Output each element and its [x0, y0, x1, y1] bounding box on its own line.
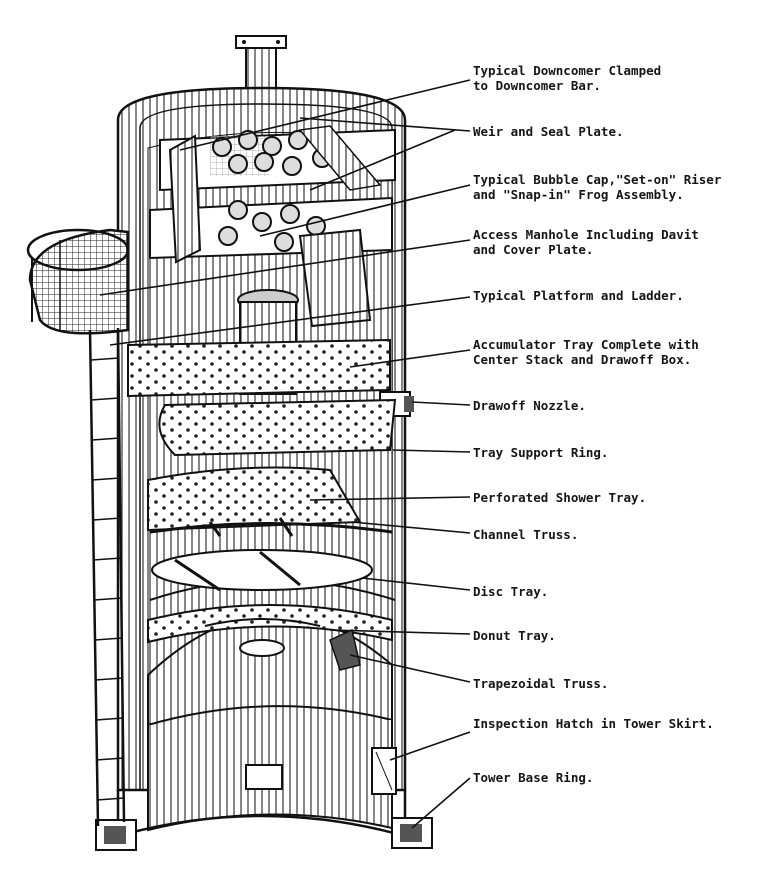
ladder — [88, 327, 126, 827]
label-disc-tray: Disc Tray. — [473, 584, 549, 599]
label-perforated-shower-tray: Perforated Shower Tray. — [473, 490, 647, 505]
donut-tray — [147, 604, 393, 644]
label-tower-base-ring: Tower Base Ring. — [473, 770, 594, 785]
bubble-caps-top — [212, 130, 332, 176]
label-trapezoidal-truss: Trapezoidal Truss. — [473, 676, 609, 691]
label-weir-seal-plate: Weir and Seal Plate. — [473, 124, 624, 139]
perforated-shower-tray — [147, 466, 362, 532]
channel-truss — [149, 517, 393, 537]
label-donut-tray: Donut Tray. — [473, 628, 556, 643]
base-ring — [95, 764, 433, 851]
trapezoidal-truss — [329, 628, 361, 671]
label-inspection-hatch: Inspection Hatch in Tower Skirt. — [473, 716, 714, 731]
label-platform-ladder: Typical Platform and Ladder. — [473, 288, 684, 303]
label-drawoff-nozzle: Drawoff Nozzle. — [473, 398, 586, 413]
label-channel-truss: Channel Truss. — [473, 527, 579, 542]
platform — [26, 228, 130, 335]
leader-lines — [99, 79, 471, 829]
downcomers — [168, 125, 382, 328]
label-tray-support-ring: Tray Support Ring. — [473, 445, 609, 460]
disc-tray — [151, 549, 373, 592]
perforated-tray-upper — [158, 398, 397, 457]
accumulator-tray — [127, 338, 391, 398]
